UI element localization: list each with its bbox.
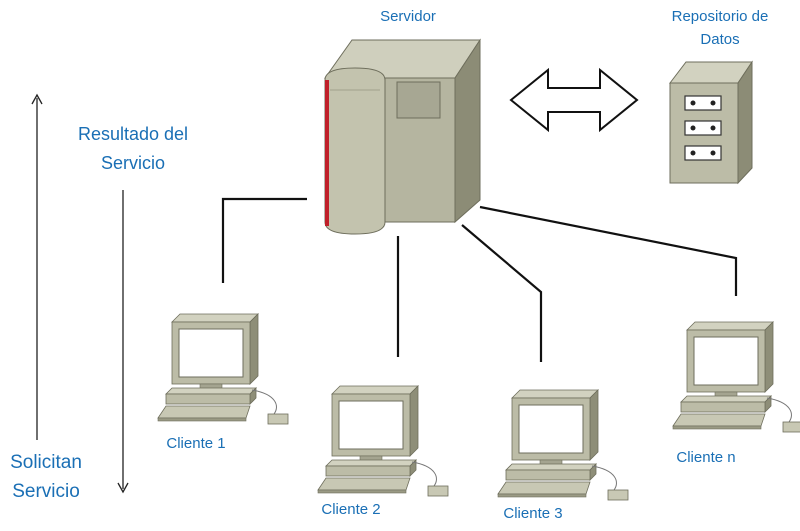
double-arrow-icon [509, 67, 639, 133]
drawer [684, 95, 722, 111]
connector-lines [221, 197, 738, 362]
result-label-line1: Resultado del [78, 124, 188, 144]
client1-label: Cliente 1 [166, 435, 225, 452]
server-label: Servidor [380, 8, 436, 25]
computer-icon [672, 321, 800, 433]
repository-label-line2: Datos [700, 31, 739, 48]
computer-icon [317, 385, 449, 497]
clientn-label: Cliente n [676, 449, 735, 466]
repository-label-line1: Repositorio de [672, 8, 769, 25]
response-arrow [117, 190, 129, 494]
server-icon [324, 38, 481, 235]
link-client1 [221, 197, 307, 283]
client2-label: Cliente 2 [321, 501, 380, 518]
computer-icon [497, 389, 629, 501]
client3-label: Cliente 3 [503, 505, 562, 522]
computer-icon [157, 313, 289, 425]
database-icon [668, 60, 753, 185]
request-label-line1: Solicitan [10, 452, 82, 473]
result-label-line2: Servicio [101, 153, 165, 173]
drawer [684, 145, 722, 161]
link-client3 [461, 224, 543, 362]
request-arrow [31, 93, 43, 440]
link-clientn [479, 205, 738, 296]
request-label-line2: Servicio [12, 481, 80, 502]
drawer [684, 120, 722, 136]
